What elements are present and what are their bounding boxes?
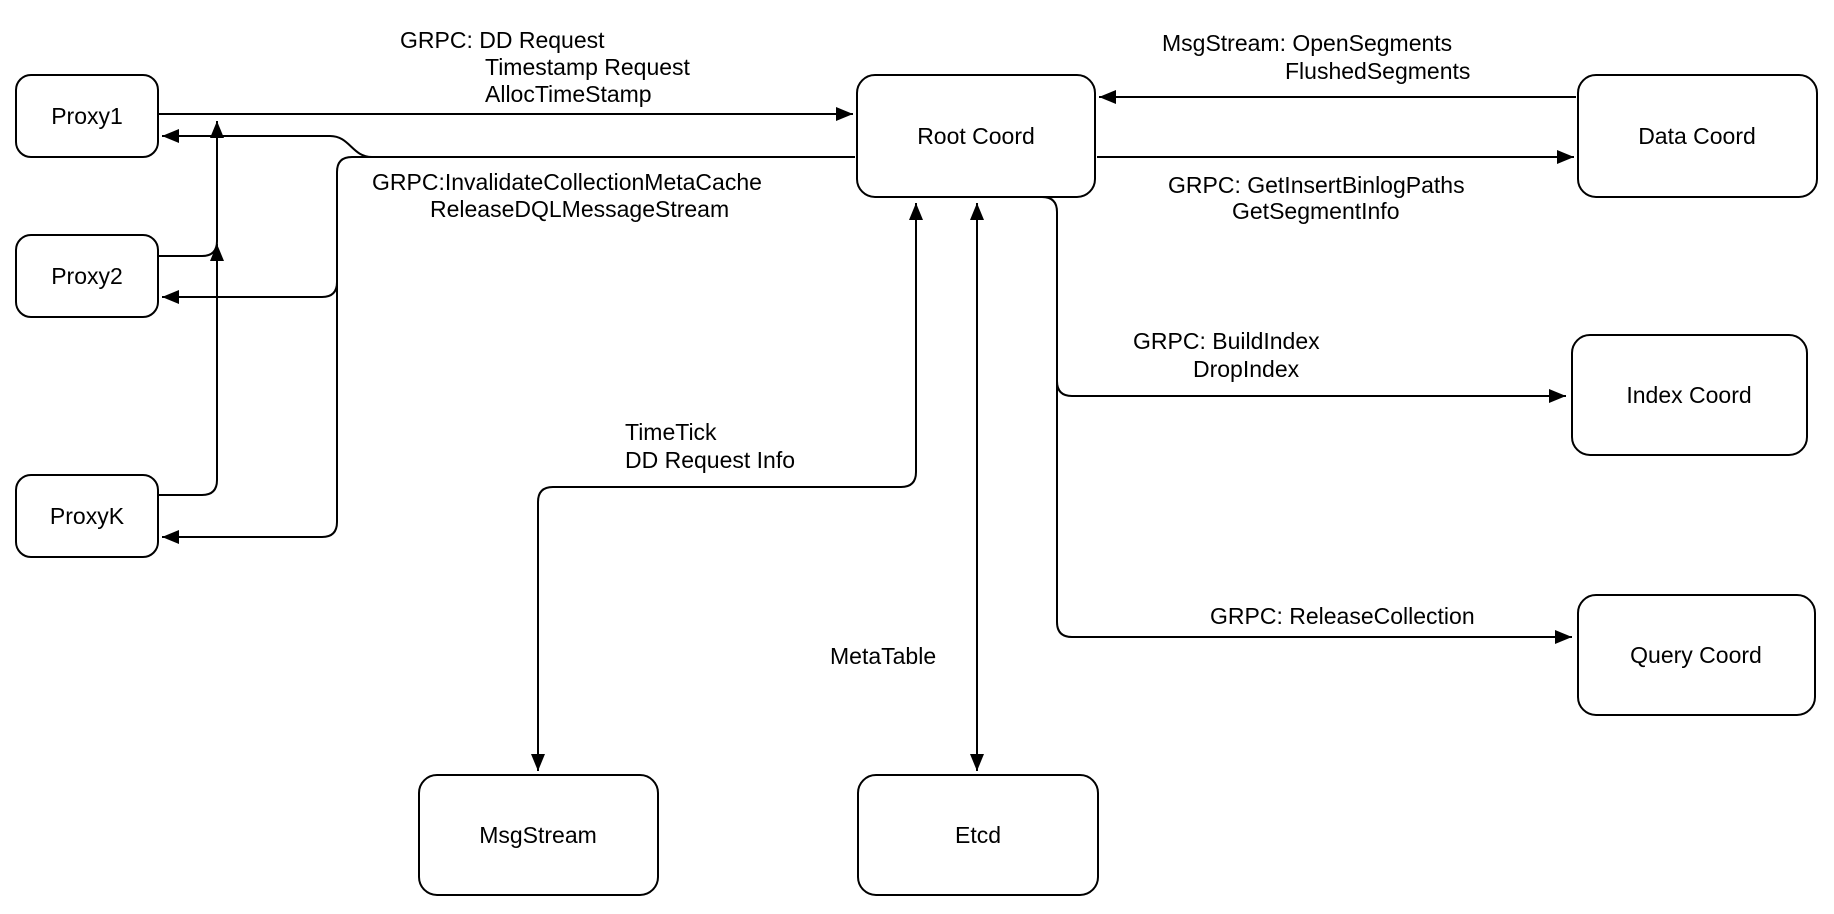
node-proxyk-box: [15, 474, 159, 558]
node-msg-stream-label: MsgStream: [479, 822, 597, 848]
node-proxyk: ProxyK: [15, 474, 159, 558]
node-proxy2-box: [15, 234, 159, 318]
edge-label-msgstream-opensegments: MsgStream: OpenSegments: [1162, 30, 1452, 56]
node-index-coord-label: Index Coord: [1626, 382, 1751, 408]
node-proxy1-box: [15, 74, 159, 158]
node-proxyk-label: ProxyK: [50, 503, 125, 529]
node-msg-stream-box: [418, 774, 659, 896]
edge-root-coord-to-proxy1: [162, 129, 855, 158]
node-proxy1-label: Proxy1: [51, 103, 123, 129]
edge-label-dropindex: DropIndex: [1193, 356, 1300, 382]
node-etcd: Etcd: [857, 774, 1099, 896]
edge-msg-stream-to-root-coord: [900, 203, 923, 488]
edge-label-flushedsegments: FlushedSegments: [1285, 58, 1470, 84]
node-query-coord-box: [1577, 594, 1816, 716]
node-data-coord-box: [1577, 74, 1818, 198]
edges: [158, 90, 1576, 771]
edge-root-coord-to-msg-stream: [531, 486, 901, 771]
edge-label-grpc-dd-request: GRPC: DD Request: [400, 27, 605, 53]
edge-label-release-dql-message-stream: ReleaseDQLMessageStream: [430, 196, 729, 222]
edge-proxyk-to-root-coord: [158, 244, 224, 496]
node-query-coord-label: Query Coord: [1630, 642, 1762, 668]
node-etcd-box: [857, 774, 1099, 896]
edge-label-getsegmentinfo: GetSegmentInfo: [1232, 198, 1400, 224]
edge-label-releasecollection: GRPC: ReleaseCollection: [1210, 603, 1475, 629]
edge-root-coord-to-query-coord: [1056, 250, 1572, 644]
edge-label-invalidate-collection-meta-cache: GRPC:InvalidateCollectionMetaCache: [372, 169, 762, 195]
edge-labels: GRPC: DD Request Timestamp Request Alloc…: [372, 27, 1475, 669]
node-root-coord-label: Root Coord: [917, 123, 1035, 149]
edge-label-buildindex: GRPC: BuildIndex: [1133, 328, 1320, 354]
node-proxy1: Proxy1: [15, 74, 159, 158]
edge-proxy2-to-root-coord: [158, 121, 224, 257]
node-query-coord: Query Coord: [1577, 594, 1816, 716]
node-index-coord-box: [1571, 334, 1808, 456]
node-etcd-label: Etcd: [955, 822, 1001, 848]
node-proxy2-label: Proxy2: [51, 263, 123, 289]
node-proxy2: Proxy2: [15, 234, 159, 318]
node-index-coord: Index Coord: [1571, 334, 1808, 456]
edge-label-dd-request-info: DD Request Info: [625, 447, 795, 473]
node-root-coord-box: [856, 74, 1096, 198]
edge-label-timestamp-request: Timestamp Request: [485, 54, 691, 80]
edge-label-alloctimestamp: AllocTimeStamp: [485, 81, 652, 107]
edge-root-coord-to-proxyk: [162, 250, 338, 544]
node-data-coord: Data Coord: [1577, 74, 1818, 198]
edge-label-getinsertbinlogpaths: GRPC: GetInsertBinlogPaths: [1168, 172, 1465, 198]
edge-root-coord-to-proxy2: [162, 156, 855, 304]
node-msg-stream: MsgStream: [418, 774, 659, 896]
edge-label-timetick: TimeTick: [625, 419, 717, 445]
node-root-coord: Root Coord: [856, 74, 1096, 198]
node-data-coord-label: Data Coord: [1638, 123, 1756, 149]
edge-label-metatable: MetaTable: [830, 643, 936, 669]
